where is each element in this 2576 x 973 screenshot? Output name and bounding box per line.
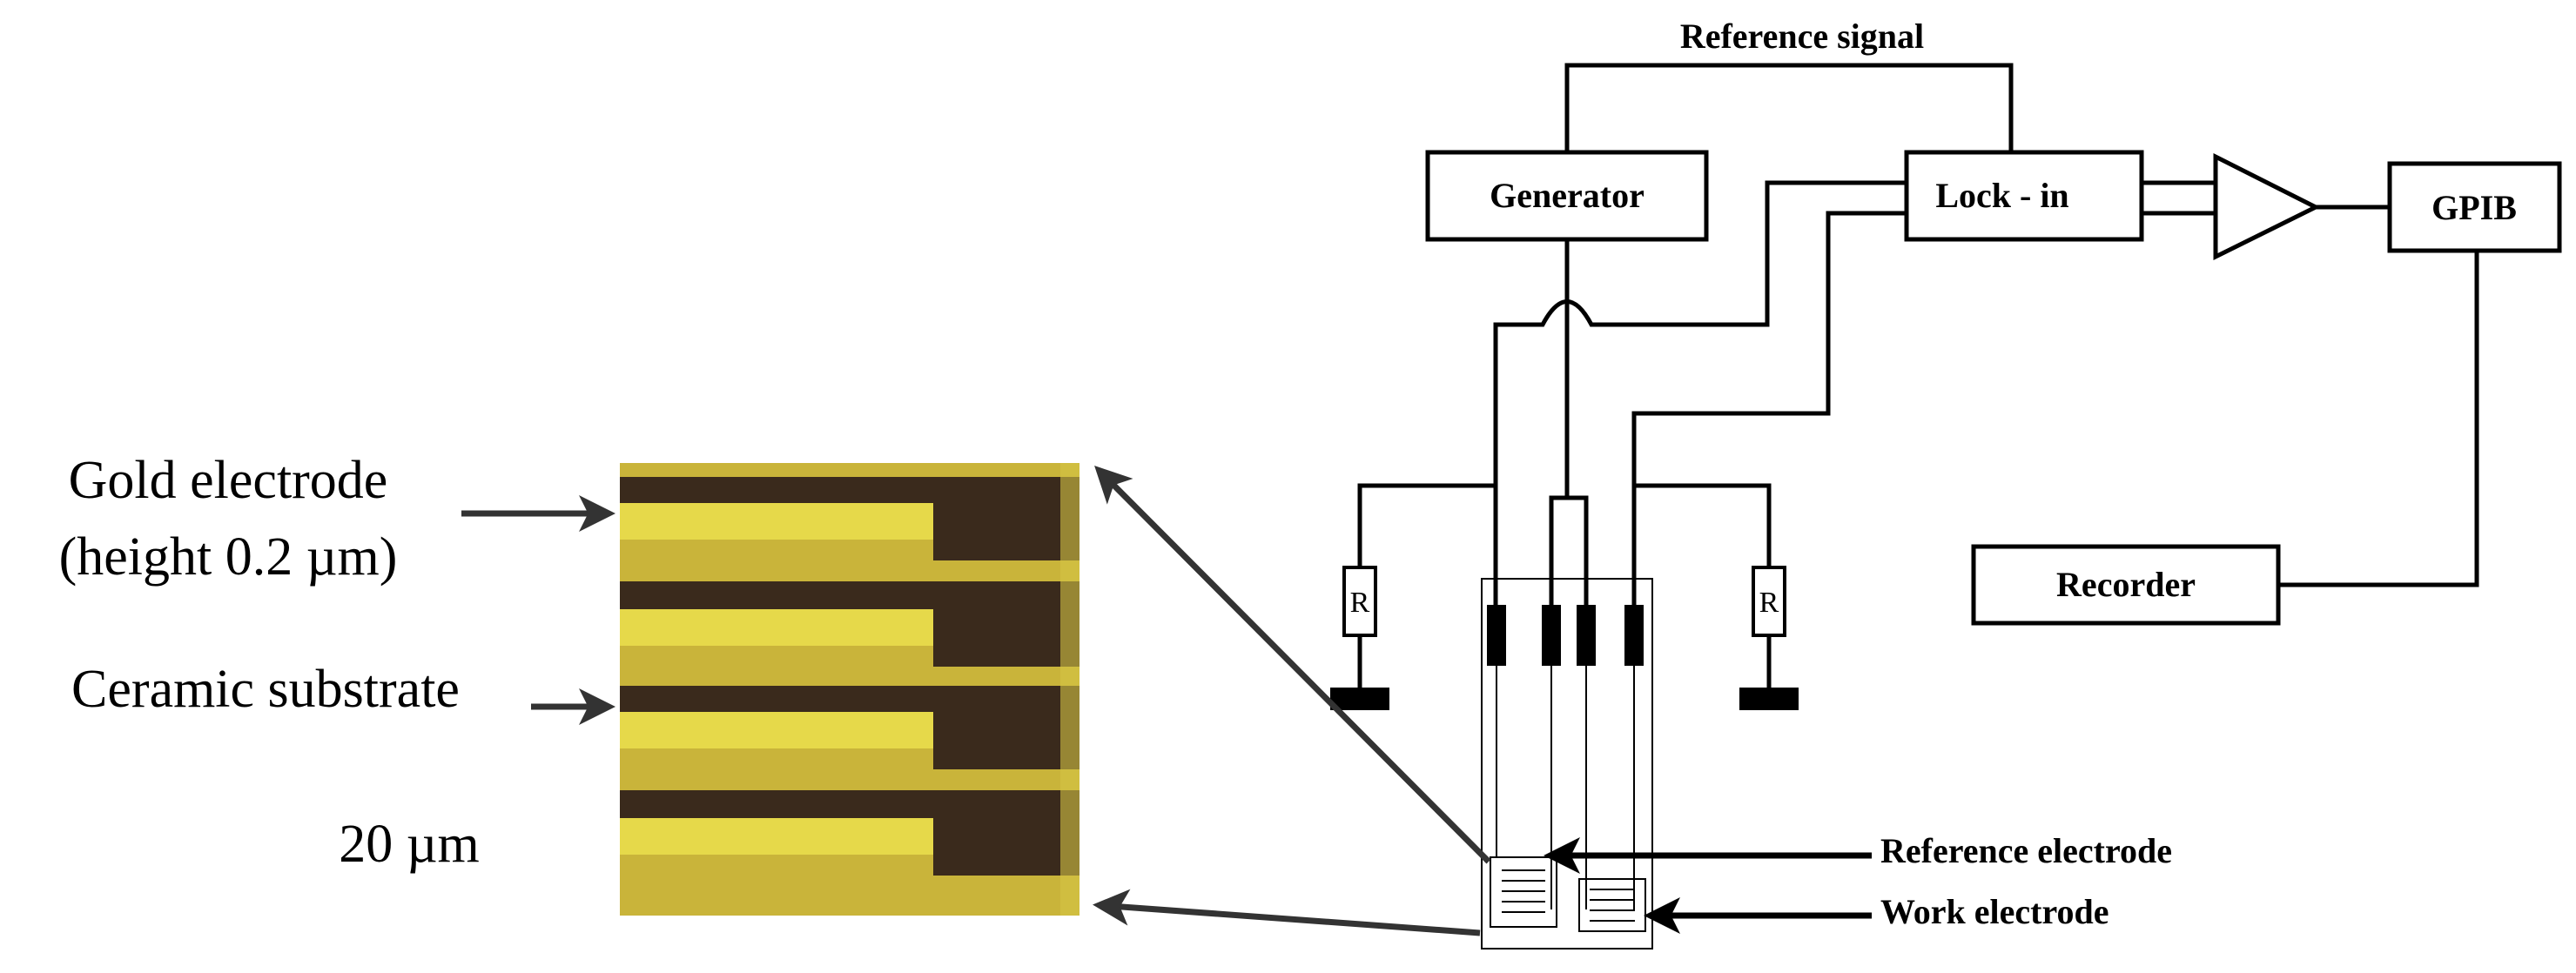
recorder-label: Recorder xyxy=(2056,565,2196,604)
zoom-arrow-top xyxy=(1094,466,1491,864)
left-electrode-to-lockin-wire xyxy=(1493,180,1907,609)
sensing-area-left xyxy=(1490,856,1557,928)
electrode-pad-3 xyxy=(1577,605,1596,666)
comb-lines-right xyxy=(1590,889,1635,922)
gpib-recorder-wire xyxy=(2278,251,2479,587)
comb-lines-left xyxy=(1502,869,1545,913)
generator-split-wire xyxy=(1549,495,1567,609)
right-electrode-to-lockin-wire xyxy=(1631,211,1907,609)
left-resistor-label: R xyxy=(1350,587,1370,619)
scale-label: 20 µm xyxy=(339,815,479,874)
sensing-area-right xyxy=(1578,878,1646,932)
right-ground-icon xyxy=(1739,688,1799,710)
amplifier-triangle xyxy=(2213,152,2321,261)
electrode-pad-4 xyxy=(1624,605,1644,666)
generator-block: Generator xyxy=(1425,150,1709,242)
generator-down-wire xyxy=(1564,239,1589,609)
ceramic-substrate-label: Ceramic substrate xyxy=(71,660,460,719)
sensor-cell xyxy=(1481,578,1653,950)
electrode-pad-2 xyxy=(1542,605,1561,666)
reference-electrode-label: Reference electrode xyxy=(1880,831,2172,870)
left-resistor-wire xyxy=(1357,483,1496,567)
gold-electrode-height-label: (height 0.2 µm) xyxy=(59,527,398,587)
lock-in-label: Lock - in xyxy=(1935,176,2068,215)
left-resistor: R xyxy=(1342,566,1377,637)
gold-electrode-label: Gold electrode xyxy=(69,451,388,510)
right-resistor: R xyxy=(1752,566,1786,637)
cell-outline xyxy=(1481,578,1653,950)
gpib-block: GPIB xyxy=(2387,161,2562,253)
right-resistor-wire xyxy=(1634,483,1772,567)
zoom-arrow-bottom xyxy=(1093,889,1481,936)
generator-label: Generator xyxy=(1490,176,1644,215)
lock-in-block: Lock - in xyxy=(1904,150,2144,242)
electrode-micrograph xyxy=(620,463,1079,916)
reference-signal-wire xyxy=(1564,63,2014,152)
reference-signal-label: Reference signal xyxy=(1680,17,1924,56)
recorder-block: Recorder xyxy=(1971,544,2281,626)
work-electrode-label: Work electrode xyxy=(1880,892,2109,931)
left-ground-icon xyxy=(1330,688,1389,710)
right-resistor-label: R xyxy=(1759,587,1779,619)
gpib-label: GPIB xyxy=(2431,188,2517,227)
electrode-pad-1 xyxy=(1487,605,1506,666)
